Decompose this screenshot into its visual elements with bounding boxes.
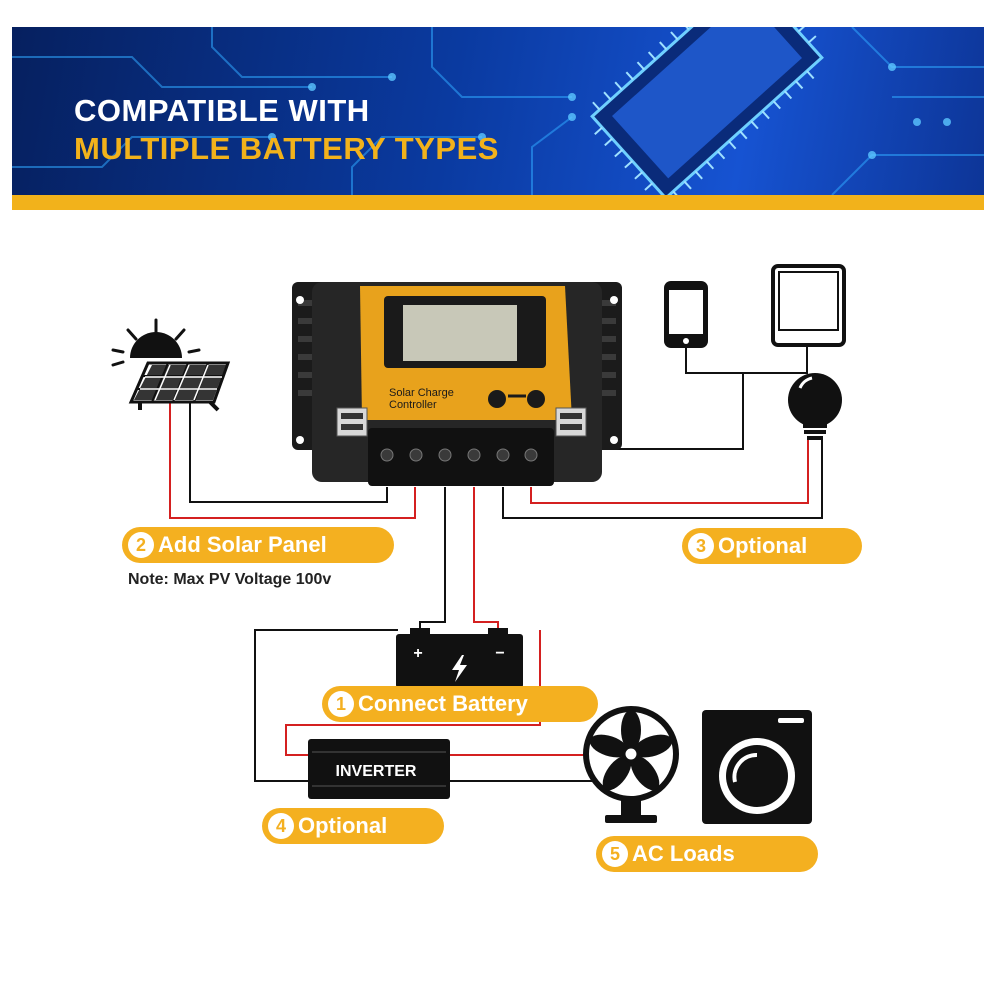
solar-negative-wire [189, 402, 388, 503]
step-label: Optional [298, 813, 388, 838]
load-positive-wire [530, 437, 809, 504]
lightning-icon [452, 655, 467, 682]
banner-title-line1: COMPATIBLE WITH [74, 93, 370, 128]
sun-icon [111, 318, 201, 367]
usb-port-right [555, 407, 587, 437]
ac-wire-black [450, 780, 601, 787]
controller-button-right[interactable] [527, 390, 545, 408]
battery-negative-wire [419, 487, 446, 632]
step-ac-loads: 5 AC Loads [596, 836, 818, 872]
step-number: 5 [602, 841, 628, 867]
washing-machine-icon [702, 710, 812, 824]
solar-positive-wire [169, 400, 416, 519]
charge-controller: Solar Charge Controller [292, 282, 622, 486]
solar-panel-icon [128, 361, 231, 412]
step-label: Add Solar Panel [158, 532, 327, 557]
step-label: Connect Battery [358, 691, 528, 716]
step-number: 1 [328, 691, 354, 717]
light-bulb-icon [788, 373, 842, 440]
device-wire [685, 345, 808, 374]
step-number: 4 [268, 813, 294, 839]
banner-title-line2: MULTIPLE BATTERY TYPES [74, 131, 499, 166]
step-connect-battery: 1 Connect Battery [322, 686, 598, 722]
header-banner: COMPATIBLE WITH MULTIPLE BATTERY TYPES [12, 27, 984, 195]
smartphone-icon [664, 281, 708, 348]
step-optional-inverter: 4 Optional [262, 808, 444, 844]
banner-title: COMPATIBLE WITH MULTIPLE BATTERY TYPES [74, 92, 499, 168]
controller-label-line1: Solar Charge [389, 387, 454, 399]
lcd-screen [403, 305, 517, 361]
battery-minus-label: − [495, 645, 504, 662]
circuit-background [12, 27, 984, 195]
tablet-icon [771, 264, 846, 347]
terminal-block [368, 428, 554, 486]
step-label: Optional [718, 533, 808, 558]
step-optional-dc-load: 3 Optional [682, 528, 862, 564]
fan-icon [583, 706, 679, 823]
controller-label-line2: Controller [389, 399, 437, 411]
step-label: AC Loads [632, 841, 735, 866]
load-negative-wire [502, 437, 823, 519]
battery-icon: + − [396, 628, 523, 688]
step-number: 2 [128, 532, 154, 558]
inverter-negative-wire [254, 629, 398, 782]
inverter-icon: INVERTER [308, 739, 450, 799]
battery-positive-wire [473, 487, 499, 632]
controller-button-left[interactable] [488, 390, 506, 408]
pv-voltage-note: Note: Max PV Voltage 100v [128, 571, 332, 588]
battery-plus-label: + [413, 645, 422, 662]
banner-accent-bar [12, 195, 984, 210]
usb-port-left [336, 407, 368, 437]
step-number: 3 [688, 533, 714, 559]
inverter-label: INVERTER [336, 763, 417, 780]
step-add-solar-panel: 2 Add Solar Panel [122, 527, 394, 563]
